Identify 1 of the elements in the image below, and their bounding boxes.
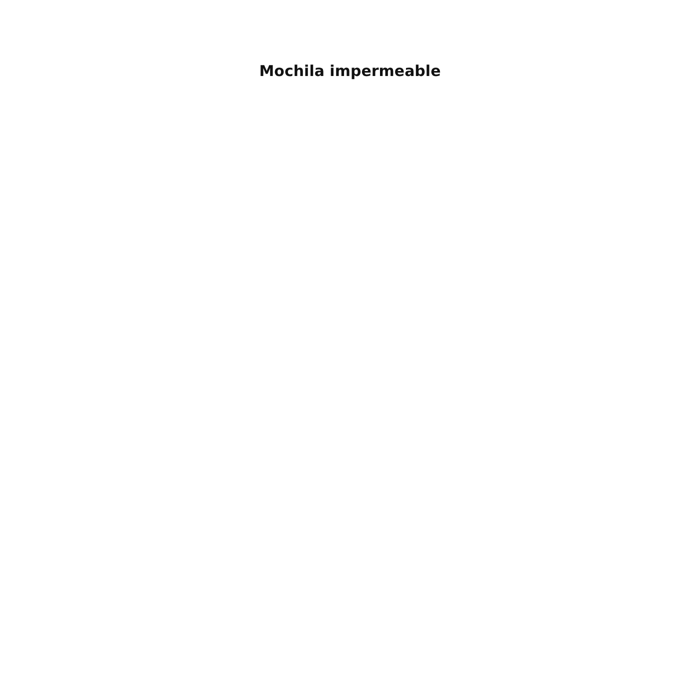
diagram-title: Mochila impermeable [258, 62, 442, 80]
